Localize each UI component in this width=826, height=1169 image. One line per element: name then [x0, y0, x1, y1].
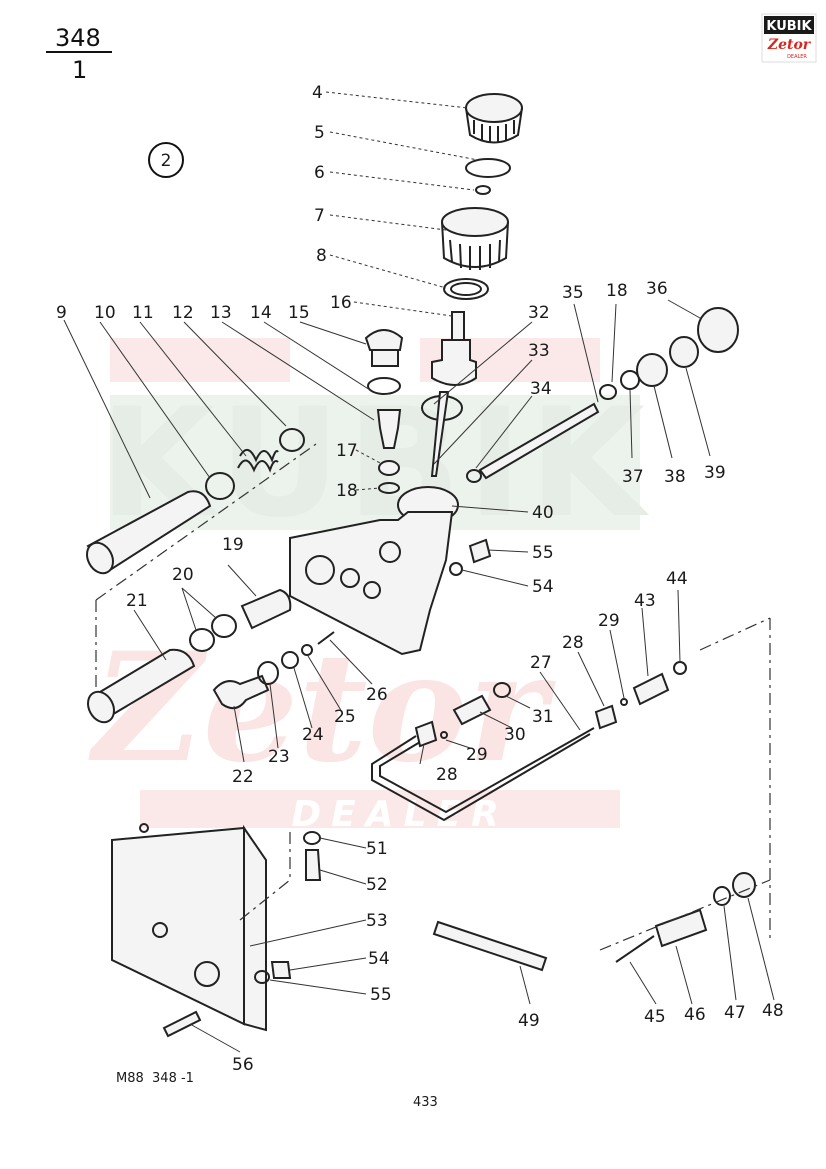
logo-brand-top: KUBIK — [766, 19, 812, 34]
callout-21: 21 — [126, 591, 148, 611]
callout-43: 43 — [634, 591, 656, 611]
callout-56: 56 — [232, 1055, 254, 1075]
callout-34: 34 — [530, 379, 552, 399]
callout-4: 4 — [312, 83, 323, 103]
callout-20: 20 — [172, 565, 194, 585]
callout-53: 53 — [366, 911, 388, 931]
group-number: 2 — [161, 151, 172, 171]
callout-47: 47 — [724, 1003, 746, 1023]
callout-46: 46 — [684, 1005, 706, 1025]
callout-48: 48 — [762, 1001, 784, 1021]
callout-33: 33 — [528, 341, 550, 361]
page-code-bottom: 1 — [72, 56, 87, 84]
page-code: 348 1 — [46, 24, 112, 84]
leader-lines — [63, 91, 775, 1053]
callouts: 4 5 6 7 8 9 10 11 12 13 14 15 16 17 18 1… — [56, 83, 784, 1075]
callout-19: 19 — [222, 535, 244, 555]
callout-28-b: 28 — [436, 765, 458, 785]
callout-12: 12 — [172, 303, 194, 323]
callout-31: 31 — [532, 707, 554, 727]
kubik-zetor-logo: KUBIK Zetor DEALER — [761, 13, 817, 63]
callout-18-b: 18 — [606, 281, 628, 301]
part-drawings — [86, 93, 771, 1038]
callout-18-a: 18 — [336, 481, 358, 501]
callout-7: 7 — [314, 206, 325, 226]
callout-23: 23 — [268, 747, 290, 767]
callout-10: 10 — [94, 303, 116, 323]
logo-brand-script: Zetor — [767, 37, 812, 53]
callout-9: 9 — [56, 303, 67, 323]
callout-5: 5 — [314, 123, 325, 143]
callout-8: 8 — [316, 246, 327, 266]
callout-24: 24 — [302, 725, 324, 745]
callout-11: 11 — [132, 303, 154, 323]
callout-29-a: 29 — [598, 611, 620, 631]
callout-13: 13 — [210, 303, 232, 323]
callout-49: 49 — [518, 1011, 540, 1031]
callout-55-a: 55 — [532, 543, 554, 563]
group-number-circle: 2 — [148, 142, 184, 178]
page-number: 433 — [413, 1095, 438, 1110]
callout-45: 45 — [644, 1007, 666, 1027]
logo-brand-sub: DEALER — [787, 54, 807, 60]
callout-55-b: 55 — [370, 985, 392, 1005]
callout-44: 44 — [666, 569, 688, 589]
callout-29-b: 29 — [466, 745, 488, 765]
callout-51: 51 — [366, 839, 388, 859]
callout-6: 6 — [314, 163, 325, 183]
callout-25: 25 — [334, 707, 356, 727]
callout-32: 32 — [528, 303, 550, 323]
callout-38: 38 — [664, 467, 686, 487]
callout-39: 39 — [704, 463, 726, 483]
drawing-reference: M88 348 -1 — [116, 1071, 194, 1086]
callout-54-a: 54 — [532, 577, 554, 597]
callout-14: 14 — [250, 303, 272, 323]
callout-15: 15 — [288, 303, 310, 323]
callout-40: 40 — [532, 503, 554, 523]
callout-35: 35 — [562, 283, 584, 303]
callout-52: 52 — [366, 875, 388, 895]
watermark: KUBIK Zetor DEALER — [88, 338, 645, 835]
callout-54-b: 54 — [368, 949, 390, 969]
page-code-top: 348 — [55, 24, 101, 52]
callout-27: 27 — [530, 653, 552, 673]
callout-37: 37 — [622, 467, 644, 487]
callout-16: 16 — [330, 293, 352, 313]
callout-22: 22 — [232, 767, 254, 787]
callout-36: 36 — [646, 279, 668, 299]
callout-17: 17 — [336, 441, 358, 461]
callout-30: 30 — [504, 725, 526, 745]
callout-26: 26 — [366, 685, 388, 705]
callout-28-a: 28 — [562, 633, 584, 653]
